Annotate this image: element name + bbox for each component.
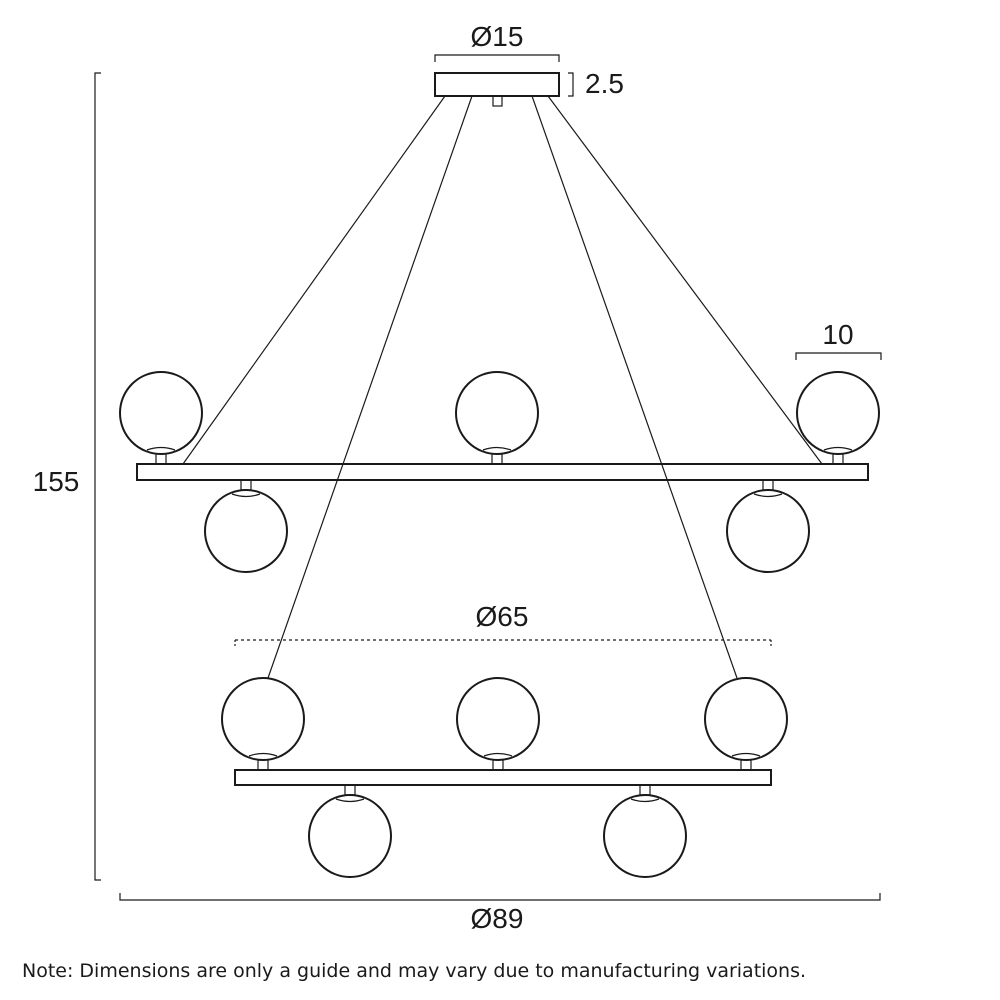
- canopy-height-label: 2.5: [585, 68, 624, 99]
- glass-globe: [726, 479, 810, 573]
- canopy-diameter-dimension: Ø15: [434, 21, 560, 62]
- glass-globe: [603, 784, 687, 878]
- glass-globe: [308, 784, 392, 878]
- glass-globe: [704, 677, 788, 771]
- ceiling-canopy: [434, 72, 560, 107]
- overall-diameter-dimension: Ø89: [119, 893, 881, 934]
- upper-tier: [119, 371, 880, 573]
- canopy-height-dimension: 2.5: [568, 68, 624, 99]
- globe-diameter-label: 10: [822, 319, 853, 350]
- glass-globe: [221, 677, 305, 771]
- glass-globe: [204, 479, 288, 573]
- suspension-wires: [182, 95, 823, 679]
- glass-globe: [456, 677, 540, 771]
- lower-ring-diameter-label: Ø65: [476, 601, 529, 632]
- canopy-diameter-label: Ø15: [471, 21, 524, 52]
- glass-globe: [119, 371, 203, 465]
- overall-height-label: 155: [33, 466, 80, 497]
- glass-globe: [455, 371, 539, 465]
- overall-diameter-label: Ø89: [471, 903, 524, 934]
- overall-height-dimension: 155: [33, 72, 101, 881]
- glass-globe: [796, 371, 880, 465]
- lower-ring-diameter-dimension: Ø65: [234, 601, 772, 648]
- lower-tier: [221, 677, 788, 878]
- disclaimer-note: Note: Dimensions are only a guide and ma…: [22, 960, 806, 982]
- globe-diameter-dimension: 10: [795, 319, 882, 360]
